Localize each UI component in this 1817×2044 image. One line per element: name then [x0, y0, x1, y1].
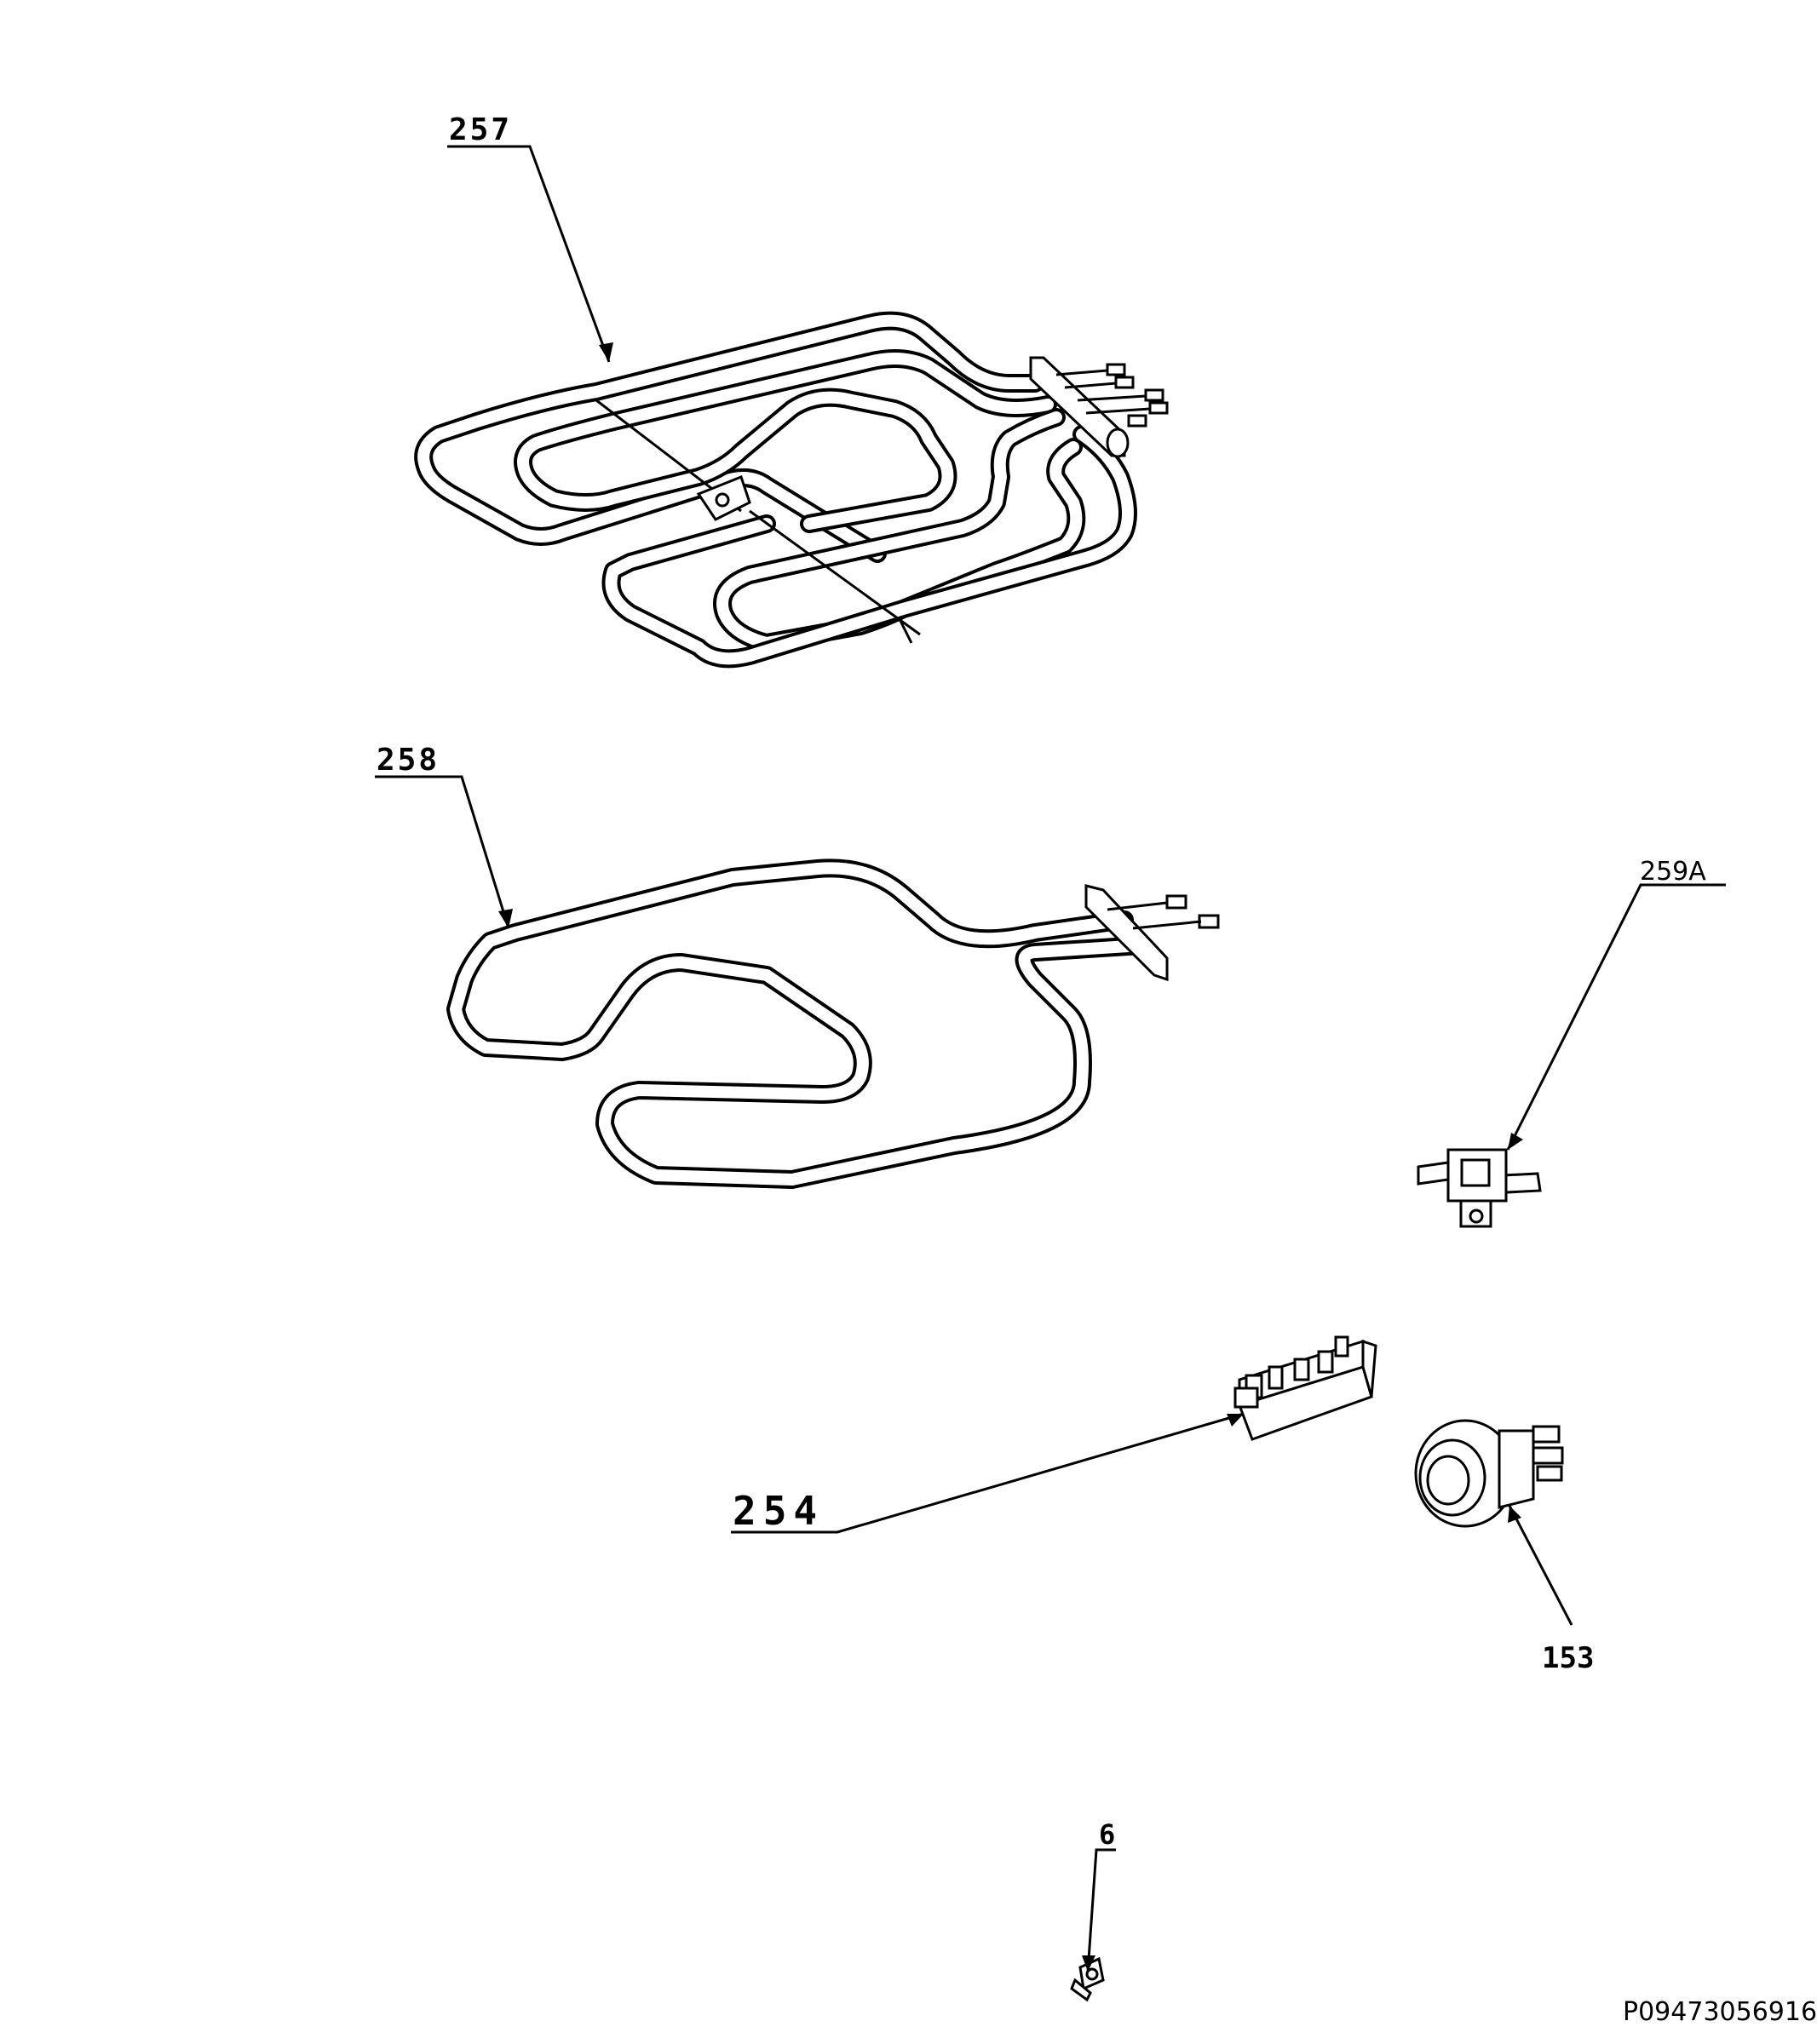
callout-254: 254: [733, 1488, 824, 1534]
callout-6: 6: [1099, 1818, 1115, 1851]
clip-6[interactable]: [1070, 1956, 1105, 2002]
grill-heating-element-257[interactable]: [414, 311, 1169, 669]
thermal-cutout-259a[interactable]: [1417, 1148, 1542, 1228]
leader-lines: [375, 145, 1726, 1972]
lower-heating-element-258[interactable]: [446, 858, 1220, 1189]
document-id: P09473056916: [1623, 1997, 1817, 2027]
callout-257: 257: [449, 112, 512, 147]
connector-block-254[interactable]: [1233, 1335, 1377, 1441]
callout-258: 258: [377, 743, 440, 778]
callout-259a: 259A: [1640, 857, 1706, 887]
callout-153: 153: [1542, 1641, 1594, 1675]
oven-lamp-153[interactable]: [1414, 1419, 1564, 1528]
